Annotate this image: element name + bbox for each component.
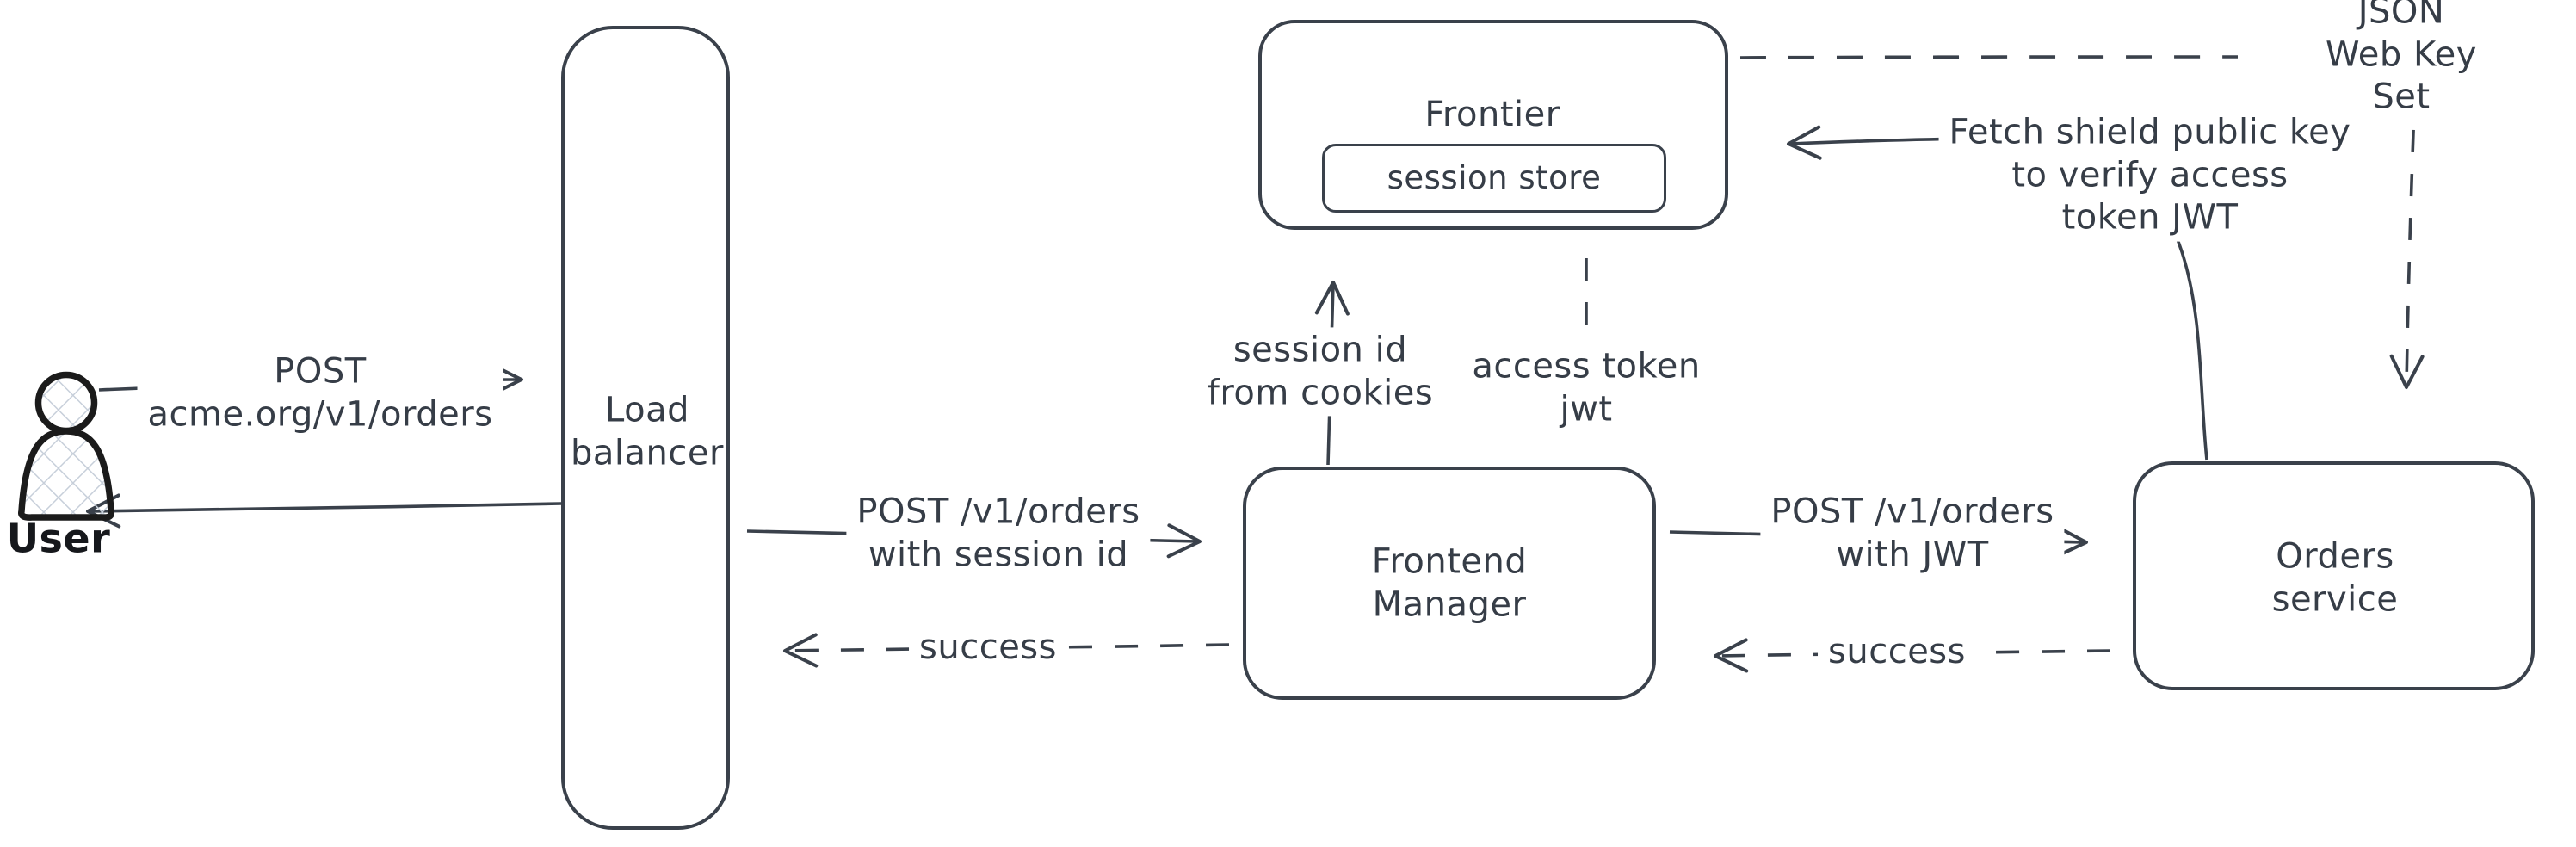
node-orders-service (2133, 461, 2535, 690)
load-balancer-label: Load balancer (571, 390, 724, 473)
edge-label-success-left: success (909, 625, 1067, 671)
user-icon (18, 371, 115, 521)
node-load-balancer (561, 26, 730, 830)
edge-label-fetch-shield-public-key: Fetch shield public key to verify access… (1938, 109, 2362, 242)
node-session-store (1322, 144, 1666, 213)
node-frontend-manager (1243, 467, 1656, 700)
frontend-manager-label: Frontend Manager (1371, 541, 1528, 624)
arrow-jwks-to-orders-service (2389, 85, 2425, 389)
session-store-label: session store (1387, 159, 1602, 197)
line-frontier-to-jwks (1739, 55, 2239, 59)
edge-label-json-web-key-set: JSON Web Key Set (2313, 0, 2489, 121)
arrow-load-balancer-to-user (86, 493, 562, 529)
edge-label-access-token-jwt: access token jwt (1461, 343, 1711, 433)
frontier-label: Frontier (1424, 95, 1560, 135)
edge-label-success-right: success (1818, 629, 1976, 676)
edge-label-post-orders-session-id: POST /v1/orders with session id (846, 489, 1151, 578)
user-label: User (6, 515, 111, 562)
orders-service-label: Orders service (2271, 536, 2399, 619)
edge-label-post-orders-jwt: POST /v1/orders with JWT (1760, 489, 2065, 578)
edge-label-session-id-from-cookies: session id from cookies (1196, 327, 1444, 417)
edge-label-post-acme-orders: POST acme.org/v1/orders (137, 349, 503, 438)
